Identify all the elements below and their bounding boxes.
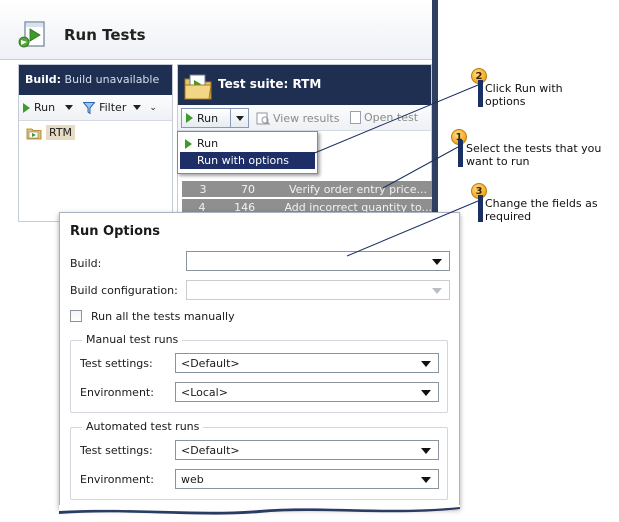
- callout-text-line: Click Run with: [485, 82, 563, 95]
- play-icon: [23, 102, 30, 113]
- menu-item-label: Run: [197, 137, 219, 150]
- dialog-torn-edge: [59, 505, 460, 515]
- chevron-down-icon: [421, 361, 431, 367]
- menu-item-run-with-options[interactable]: Run with options: [180, 152, 315, 169]
- filter-label: Filter: [99, 101, 127, 114]
- run-dropdown-toggle[interactable]: [230, 109, 248, 127]
- suite-title: Test suite: RTM: [218, 77, 322, 91]
- build-combobox[interactable]: [186, 251, 450, 271]
- view-results-button[interactable]: View results: [256, 111, 339, 125]
- callout-number-badge: 3: [471, 183, 487, 199]
- build-config-combobox[interactable]: [186, 280, 450, 300]
- test-suite-icon: [26, 128, 42, 139]
- filter-button[interactable]: Filter ⌄: [83, 101, 157, 114]
- filter-icon: [83, 101, 96, 114]
- callout-text-line: Change the fields as: [485, 197, 598, 210]
- chevron-down-icon: [432, 288, 442, 294]
- test-suite-folder-icon: [184, 74, 212, 100]
- build-status-label: Build:: [25, 73, 62, 86]
- page-title: Run Tests: [64, 26, 146, 44]
- manual-environment-combobox[interactable]: <Local>: [175, 382, 439, 402]
- play-icon: [185, 138, 192, 149]
- manual-test-settings-label: Test settings:: [80, 357, 153, 370]
- automated-test-settings-combobox[interactable]: <Default>: [175, 440, 439, 460]
- callout-bar: [478, 80, 483, 107]
- chevron-down-icon: [65, 105, 74, 110]
- left-pane: Build: Build unavailable Run Filter ⌄: [18, 64, 173, 222]
- automated-environment-label: Environment:: [80, 473, 154, 486]
- run-tests-app-icon: [18, 21, 45, 48]
- manual-test-settings-combobox[interactable]: <Default>: [175, 353, 439, 373]
- title-bar: Run Tests: [0, 0, 432, 60]
- manual-test-settings-value: <Default>: [181, 357, 240, 370]
- automated-environment-value: web: [181, 473, 204, 486]
- window-edge: [432, 0, 438, 222]
- build-status: Build: Build unavailable: [19, 65, 172, 95]
- play-icon: [186, 113, 193, 123]
- chevron-down-icon: [421, 390, 431, 396]
- tree-item-rtm[interactable]: RTM: [26, 125, 76, 140]
- run-dropdown-menu: Run Run with options: [177, 131, 318, 174]
- toolbar-overflow-icon[interactable]: ⌄: [149, 102, 157, 113]
- tree-item-label: RTM: [46, 125, 76, 140]
- app-window: Run Tests Build: Build unavailable Run F…: [0, 0, 438, 222]
- menu-item-run[interactable]: Run: [180, 135, 315, 152]
- automated-test-runs-group: [70, 427, 448, 500]
- right-toolbar: Run View results Open test: [178, 105, 431, 131]
- left-run-button[interactable]: Run: [23, 101, 74, 114]
- view-results-label: View results: [273, 111, 340, 125]
- run-options-dialog: Run Options Build: Build configuration: …: [59, 212, 460, 508]
- callout-text-line: required: [485, 210, 532, 223]
- callout-bar: [458, 140, 463, 167]
- callout-text-line: Select the tests that you: [466, 142, 602, 155]
- callout-text-line: options: [485, 95, 526, 108]
- document-icon: [350, 111, 361, 124]
- callout-text-line: want to run: [466, 155, 530, 168]
- manual-group-title: Manual test runs: [82, 333, 183, 346]
- run-button-label: Run: [197, 111, 219, 125]
- row-title: Verify order entry price...: [289, 182, 427, 196]
- chevron-down-icon: [432, 259, 442, 265]
- open-test-button[interactable]: Open test: [350, 111, 418, 124]
- build-label: Build:: [70, 257, 102, 270]
- row-id: 146: [234, 200, 256, 214]
- chevron-down-icon: [133, 105, 142, 110]
- view-results-icon: [256, 112, 270, 125]
- chevron-down-icon: [421, 477, 431, 483]
- menu-item-label: Run with options: [197, 154, 289, 167]
- row-index: 4: [198, 200, 206, 214]
- automated-test-settings-label: Test settings:: [80, 444, 153, 457]
- suite-header: Test suite: RTM: [178, 65, 431, 105]
- callout-bar: [478, 195, 483, 222]
- build-status-value: Build unavailable: [64, 73, 160, 86]
- run-manually-label: Run all the tests manually: [91, 310, 235, 323]
- manual-test-runs-group: [70, 340, 448, 413]
- row-id: 70: [241, 182, 255, 196]
- table-row[interactable]: 3 70 Verify order entry price...: [182, 181, 432, 199]
- automated-test-settings-value: <Default>: [181, 444, 240, 457]
- row-index: 3: [199, 182, 207, 196]
- manual-environment-label: Environment:: [80, 386, 154, 399]
- left-toolbar: Run Filter ⌄: [19, 95, 172, 121]
- run-button[interactable]: Run: [182, 109, 230, 127]
- chevron-down-icon: [235, 115, 244, 121]
- run-split-button[interactable]: Run: [181, 108, 249, 128]
- left-run-label: Run: [34, 101, 56, 114]
- automated-environment-combobox[interactable]: web: [175, 469, 439, 489]
- build-config-label: Build configuration:: [70, 284, 178, 297]
- open-test-label: Open test: [364, 111, 419, 124]
- automated-group-title: Automated test runs: [82, 420, 204, 433]
- manual-environment-value: <Local>: [181, 386, 228, 399]
- dialog-title: Run Options: [70, 224, 160, 239]
- run-manually-checkbox[interactable]: [70, 310, 82, 322]
- chevron-down-icon: [421, 448, 431, 454]
